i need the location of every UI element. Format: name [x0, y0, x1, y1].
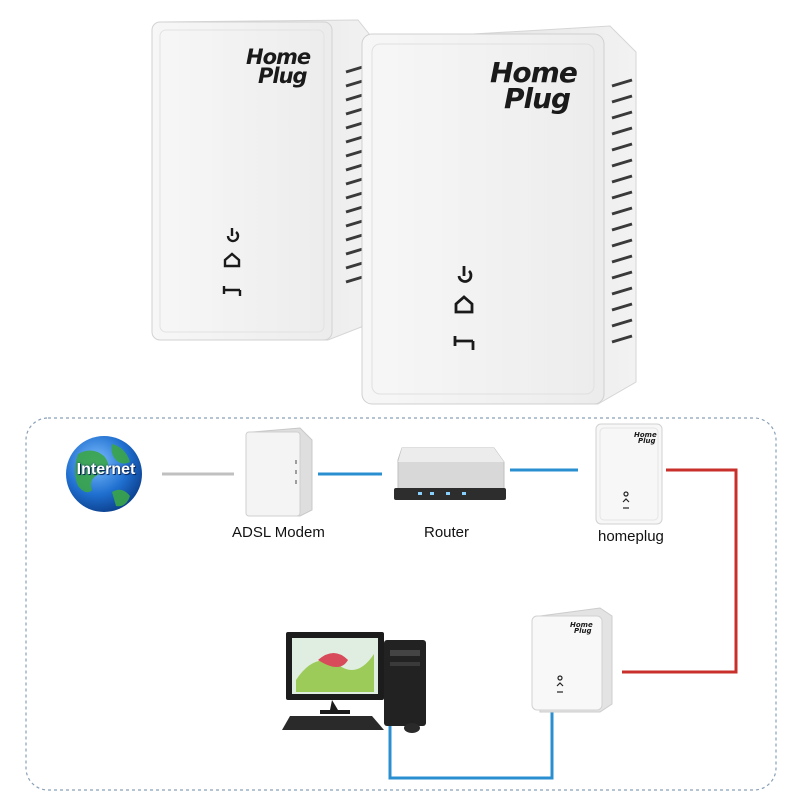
- back-brand-line1: Home: [246, 45, 311, 69]
- router-icon: [394, 447, 506, 500]
- back-brand-line2: Plug: [258, 64, 308, 89]
- homeplug-device-2-logo: Home Plug: [570, 621, 593, 636]
- router-label: Router: [424, 524, 470, 541]
- link-homeplug-pc: [388, 700, 554, 780]
- device2-brand-line1: Home: [570, 621, 593, 629]
- adsl-modem-label: ADSL Modem: [232, 524, 325, 541]
- front-indicators: [453, 266, 475, 350]
- device1-brand-line2: Plug: [638, 437, 656, 446]
- device1-brand-line1: Home: [634, 431, 657, 439]
- network-diagram: [0, 410, 800, 800]
- internet-label: Internet: [76, 461, 136, 478]
- device2-brand-line2: Plug: [574, 627, 592, 636]
- front-brand-line2: Plug: [504, 81, 571, 115]
- front-adapter: [361, 25, 637, 405]
- homeplug-device-1-logo: Home Plug: [634, 431, 657, 446]
- product-photo: [151, 19, 637, 405]
- link-powerline: [622, 468, 738, 674]
- product-photo-art: [151, 19, 637, 405]
- desktop-computer-icon: [282, 632, 426, 733]
- front-brand-line1: Home: [490, 56, 578, 89]
- back-indicators: [222, 228, 242, 296]
- back-brand-logo: Home Plug: [246, 45, 311, 89]
- network-diagram-art: [25, 417, 777, 791]
- homeplug-device-2: [531, 607, 613, 713]
- homeplug-device-1: [595, 423, 663, 525]
- homeplug-label: homeplug: [598, 528, 664, 545]
- internet-globe-icon: [66, 436, 142, 512]
- front-brand-logo: Home Plug: [490, 56, 578, 115]
- adsl-modem-icon: [245, 427, 313, 517]
